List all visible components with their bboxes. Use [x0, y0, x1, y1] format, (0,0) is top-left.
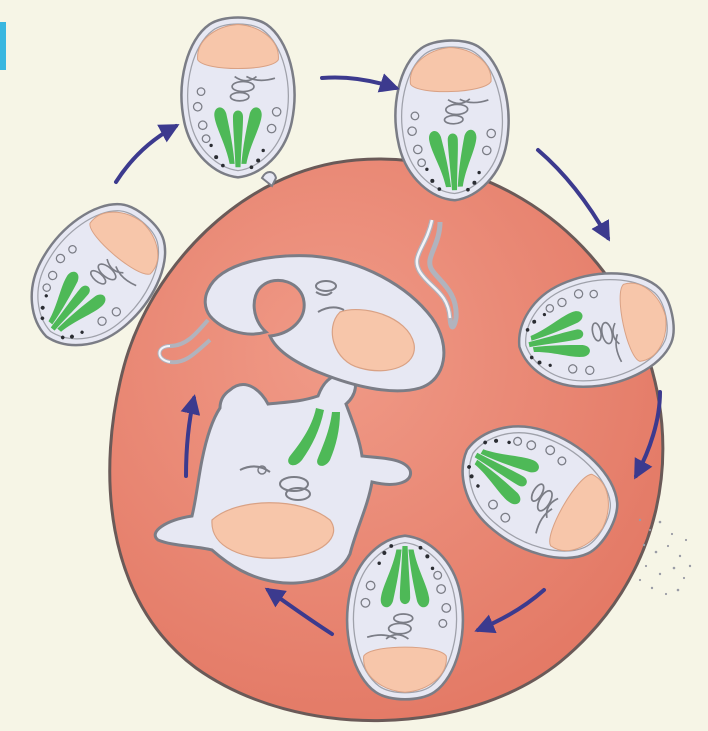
upper-left-parasite	[262, 172, 276, 186]
edge-tab	[0, 22, 6, 70]
top-parasite	[182, 18, 295, 178]
bottom-parasite	[347, 536, 463, 700]
